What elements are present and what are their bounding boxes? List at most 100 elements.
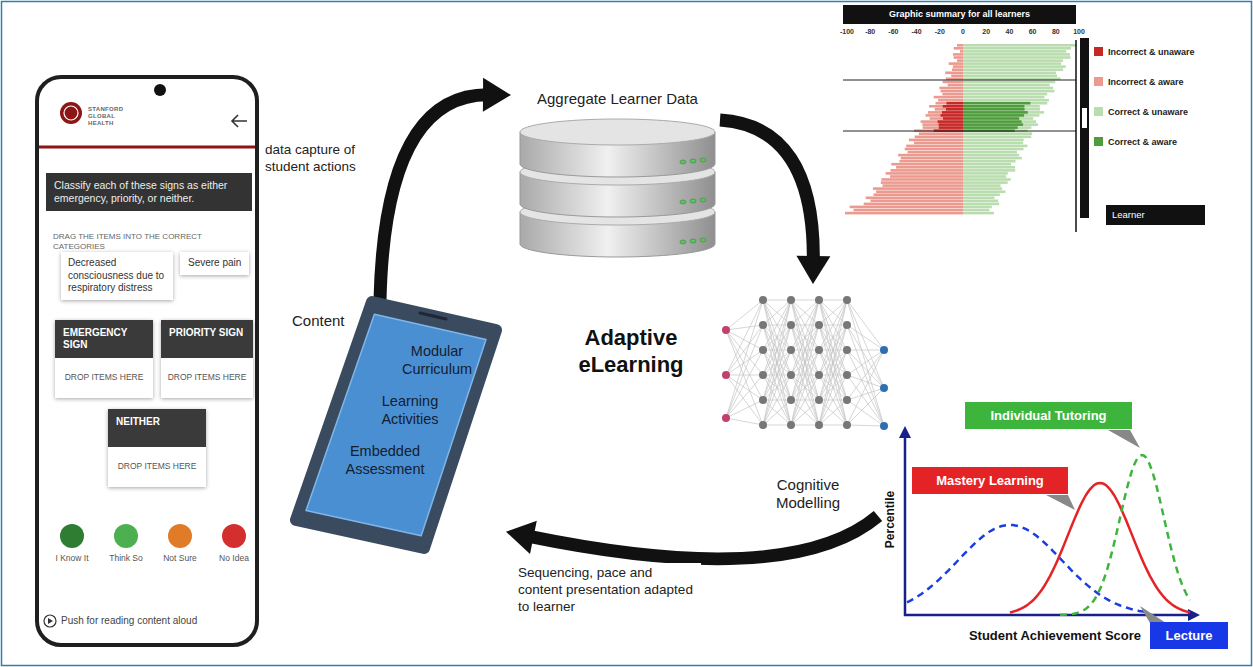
net-unit [787, 346, 795, 354]
net-link [791, 300, 819, 350]
content-phone: ContentModular CurriculumLearning Activi… [288, 300, 504, 556]
status-led [680, 200, 686, 204]
bar [963, 203, 999, 206]
bar [949, 62, 963, 65]
net-link [726, 325, 763, 375]
bar [957, 44, 963, 47]
status-led [700, 238, 706, 242]
net-link [819, 325, 847, 425]
bar [942, 93, 963, 96]
net-link [726, 325, 763, 418]
net-unit [880, 384, 888, 392]
net-link [847, 325, 884, 350]
net-link [791, 300, 819, 425]
net-link [819, 300, 847, 350]
axis-arrow [899, 426, 911, 438]
bar [963, 148, 1024, 151]
net-unit [759, 346, 767, 354]
bar [963, 157, 1022, 160]
bar [963, 44, 1077, 47]
net-link [819, 325, 847, 425]
net-link [791, 300, 819, 301]
bar [963, 108, 1040, 111]
mastery-curve [1010, 483, 1190, 613]
bar [963, 87, 1053, 90]
scroll-thumb [1082, 108, 1087, 128]
bar-group [845, 44, 1077, 214]
net-link [847, 350, 884, 426]
text-label: Percentile [883, 480, 898, 560]
bar [963, 72, 1056, 75]
net-link [791, 400, 819, 425]
net-link [763, 300, 791, 400]
node-text: Aggregate Learner Data [515, 90, 720, 108]
phone-screen [306, 314, 486, 535]
legend-swatch [1094, 47, 1103, 56]
node-text: Lecture [1150, 628, 1228, 643]
net-unit [843, 296, 851, 304]
net-link [791, 325, 819, 425]
net-link [791, 300, 819, 350]
axis-tick-label: -100 [833, 27, 861, 36]
bar [951, 75, 963, 78]
bar [939, 123, 963, 126]
bar [934, 96, 963, 99]
net-link [847, 325, 884, 426]
arrow-shaft [528, 516, 878, 559]
legend-row: Incorrect & unaware [1094, 42, 1195, 60]
bar [929, 105, 963, 108]
bar [963, 120, 1036, 123]
net-link [819, 300, 847, 425]
bar [963, 142, 1023, 145]
net-unit [787, 371, 795, 379]
net-unit [722, 371, 730, 379]
node-text: Not Sure [152, 553, 208, 563]
bar [963, 209, 989, 212]
axis-title-box: Learner [1106, 205, 1205, 225]
bar [963, 75, 1057, 78]
back-arrow [232, 115, 247, 127]
node-text: Classify each of these signs as either e… [54, 179, 244, 205]
net-unit [759, 296, 767, 304]
bar [945, 72, 963, 75]
bar [939, 87, 963, 90]
plot-edge [1075, 40, 1077, 232]
bar [963, 111, 1044, 114]
axis-tick-label: 20 [972, 27, 1000, 36]
net-link [791, 350, 819, 425]
bar [963, 193, 1000, 196]
bar [941, 90, 963, 93]
node-text: Learning Activities [370, 392, 450, 428]
net-link [726, 375, 763, 418]
net-link [819, 300, 847, 301]
node-text: Learner [1112, 209, 1199, 221]
node-text: I Know It [44, 553, 100, 563]
bar [954, 56, 963, 59]
node-text: Graphic summary for all learners [845, 9, 1074, 20]
node-text: DROP ITEMS HERE [108, 447, 206, 487]
bar [908, 151, 963, 154]
bar [948, 84, 963, 87]
confidence-dot [114, 524, 138, 548]
net-link [763, 375, 791, 425]
net-link [763, 425, 791, 426]
net-link [791, 300, 819, 425]
tilted-phone [288, 300, 504, 556]
bar [898, 154, 963, 157]
text-label: Adaptive eLearning [556, 324, 706, 378]
node-text: Content [292, 312, 345, 330]
status-led [680, 240, 686, 244]
bar [963, 96, 1044, 99]
callout-box: Lecture [1150, 622, 1228, 649]
legend-swatch [1094, 107, 1103, 116]
net-link [819, 425, 847, 426]
net-link [819, 350, 847, 425]
bar [943, 105, 963, 108]
confidence-dot [222, 524, 246, 548]
callout-pointer [1108, 430, 1140, 448]
bar [963, 163, 1011, 166]
confidence-dot [60, 524, 84, 548]
callout-pointer [1046, 495, 1075, 510]
bar [963, 126, 1031, 129]
curved-arrow [720, 120, 830, 284]
